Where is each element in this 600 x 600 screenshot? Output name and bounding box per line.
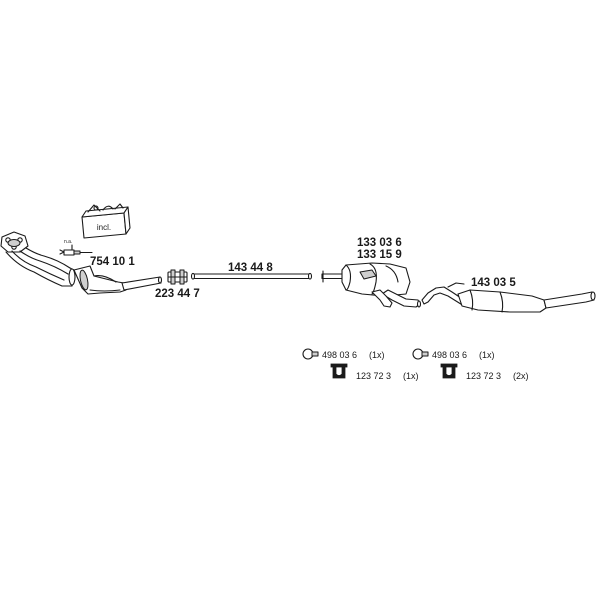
clamp-number: 223 44 7: [155, 288, 200, 300]
holder-number-1: 123 72 3: [356, 371, 391, 381]
lambda-sensor[interactable]: n.a.: [59, 239, 93, 256]
intermediate-pipe-number: 143 44 8: [228, 262, 273, 274]
ring-number-1: 498 03 6: [322, 350, 357, 360]
holder-number-2: 123 72 3: [466, 371, 501, 381]
rear-silencer[interactable]: 143 03 5: [421, 277, 596, 313]
intermediate-pipe[interactable]: 143 44 8: [190, 262, 313, 280]
ring-qty-2: (1x): [479, 350, 495, 360]
holder-qty-1: (1x): [403, 371, 419, 381]
lambda-sensor-label: n.a.: [64, 239, 72, 245]
rubber-ring-icon: [412, 348, 429, 360]
rubber-ring-row-2[interactable]: 498 03 6 (1x): [412, 348, 495, 360]
rubber-holder-icon: [330, 363, 348, 379]
pipe-clamp[interactable]: 223 44 7: [155, 269, 200, 300]
rubber-holder-row-2[interactable]: 123 72 3 (2x): [440, 363, 529, 381]
rubber-holder-icon: [440, 363, 458, 379]
catalytic-converter-number: 754 10 1: [90, 256, 135, 268]
mounting-kit[interactable]: incl.: [81, 203, 131, 239]
rubber-ring-icon: [302, 348, 319, 360]
middle-silencer-number-1: 133 03 6: [357, 237, 402, 249]
rubber-holder-row-1[interactable]: 123 72 3 (1x): [330, 363, 419, 381]
rubber-ring-row-1[interactable]: 498 03 6 (1x): [302, 348, 385, 360]
ring-qty-1: (1x): [369, 350, 385, 360]
accessory-group-1: 498 03 6 (1x) 123 72 3 (1x): [302, 348, 419, 381]
ring-number-2: 498 03 6: [432, 350, 467, 360]
middle-silencer[interactable]: 133 03 6 133 15 9: [321, 237, 422, 308]
accessory-group-2: 498 03 6 (1x) 123 72 3 (2x): [412, 348, 529, 381]
holder-qty-2: (2x): [513, 371, 529, 381]
rear-silencer-number: 143 03 5: [471, 277, 516, 289]
middle-silencer-number-2: 133 15 9: [357, 249, 402, 261]
mounting-kit-label: incl.: [97, 223, 111, 232]
front-pipe[interactable]: [0, 231, 76, 287]
catalytic-converter[interactable]: 754 10 1: [73, 256, 163, 295]
